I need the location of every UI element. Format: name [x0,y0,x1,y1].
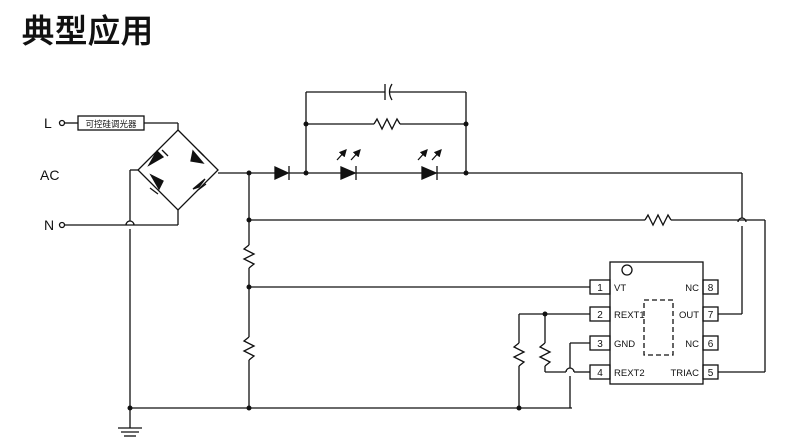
page-title: 典型应用 [22,12,155,50]
pin-name: VT [614,283,626,294]
pin-name: OUT [679,310,699,321]
pin-number: 4 [597,368,603,379]
ground-symbol [118,408,142,437]
pin-name: REXT2 [614,368,645,379]
pin-number: 3 [597,339,603,350]
pin-name: REXT1 [614,310,645,321]
pin-name: TRIAC [671,368,700,379]
terminal-n [58,221,66,229]
label-l: L [44,115,52,131]
divider-resistor-bottom [242,336,256,361]
led-1 [336,149,361,180]
pin-number: 2 [597,310,603,321]
pin-number: 5 [708,368,714,379]
rext1-resistor [512,342,526,367]
led-2 [417,149,442,180]
driver-ic [589,261,719,385]
pin-name: NC [685,283,699,294]
junction-dots [127,121,548,411]
label-ac: AC [40,167,59,183]
pin-number: 6 [708,339,714,350]
parallel-resistor [373,117,401,131]
pin-number: 8 [708,283,714,294]
capacitor [384,83,393,101]
bridge-rectifier [137,129,219,211]
triac-resistor [644,213,672,227]
pin-name: NC [685,339,699,350]
terminal-l [58,119,66,127]
pin-name: GND [614,339,635,350]
divider-resistor-top [242,244,256,269]
pin-number: 1 [597,283,603,294]
rectifier-diode [274,165,290,181]
pin-number: 7 [708,310,714,321]
label-n: N [44,217,54,233]
dimmer-label: 可控硅调光器 [85,119,137,129]
rext2-resistor [538,342,552,367]
